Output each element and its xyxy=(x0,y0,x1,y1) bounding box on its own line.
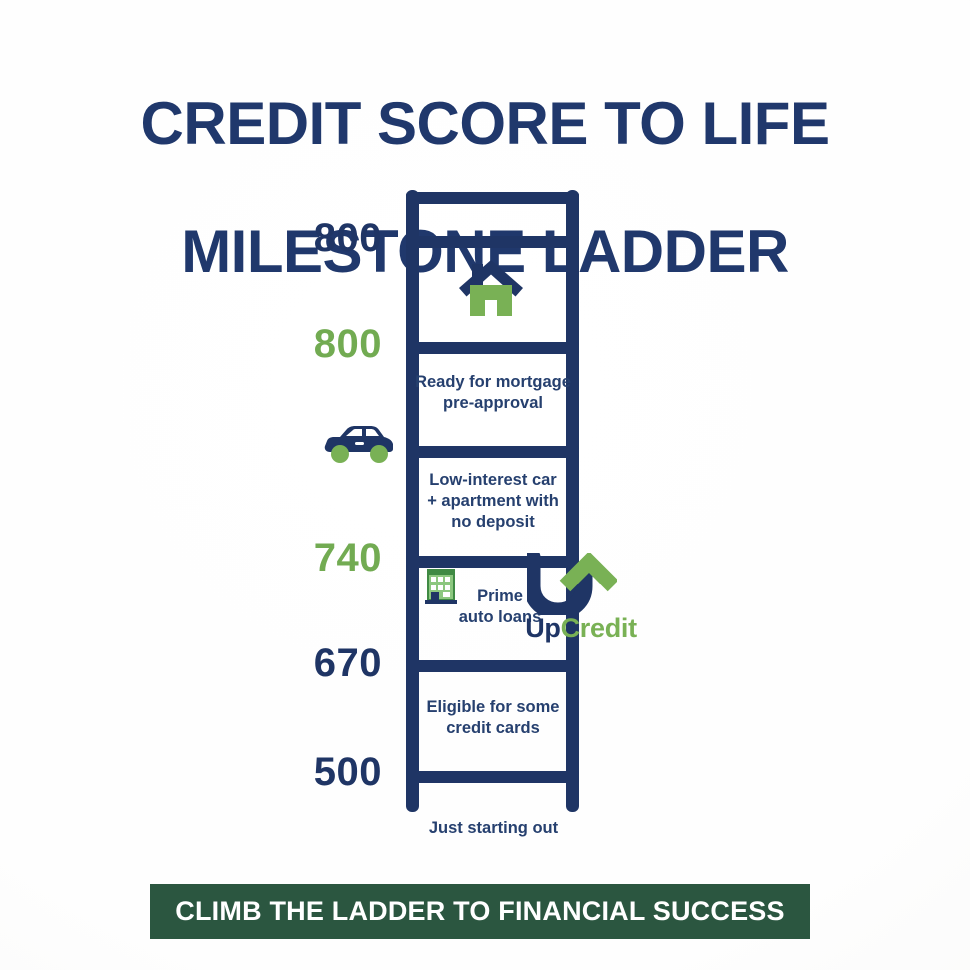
score-label-740: 740 xyxy=(313,536,382,580)
rung-text-car-apt: Low-interest car + apartment with no dep… xyxy=(427,471,559,531)
ladder-bottom-caption: Just starting out xyxy=(428,819,559,837)
upcredit-logo: UpCredit xyxy=(519,548,643,651)
ladder-rung-800a xyxy=(406,236,579,248)
rung-text-mortgage: Ready for mortgage pre-approval xyxy=(415,373,571,412)
upcredit-wordmark: UpCredit xyxy=(519,613,643,643)
logo-word-up: Up xyxy=(525,613,561,643)
house-icon xyxy=(455,253,527,325)
ladder-rung-800b xyxy=(406,342,579,354)
rung-text-auto-loans: Prime auto loans xyxy=(458,587,542,626)
title-line-2: MILESTONE LADDER xyxy=(181,218,789,285)
score-label-800-top: 800 xyxy=(313,216,382,260)
ladder-rung-670 xyxy=(406,660,579,672)
bottom-banner: CLIMB THE LADDER TO FINANCIAL SUCCESS xyxy=(150,884,810,939)
score-label-500: 500 xyxy=(313,750,382,794)
ladder-rung-top xyxy=(406,192,579,204)
car-icon xyxy=(322,422,396,468)
rung-text-credit-cards: Eligible for some credit cards xyxy=(426,698,560,737)
upcredit-arrow-mark-icon xyxy=(523,548,619,620)
logo-word-credit: Credit xyxy=(560,613,638,643)
page-title: CREDIT SCORE TO LIFE MILESTONE LADDER xyxy=(0,28,970,348)
ladder-rung-500 xyxy=(406,771,579,783)
bottom-banner-text: CLIMB THE LADDER TO FINANCIAL SUCCESS xyxy=(175,896,785,926)
title-line-1: CREDIT SCORE TO LIFE xyxy=(140,90,830,157)
ladder-rung-car xyxy=(406,446,579,458)
score-label-670: 670 xyxy=(313,641,382,685)
building-icon xyxy=(423,568,459,606)
score-label-800-green: 800 xyxy=(313,322,382,366)
